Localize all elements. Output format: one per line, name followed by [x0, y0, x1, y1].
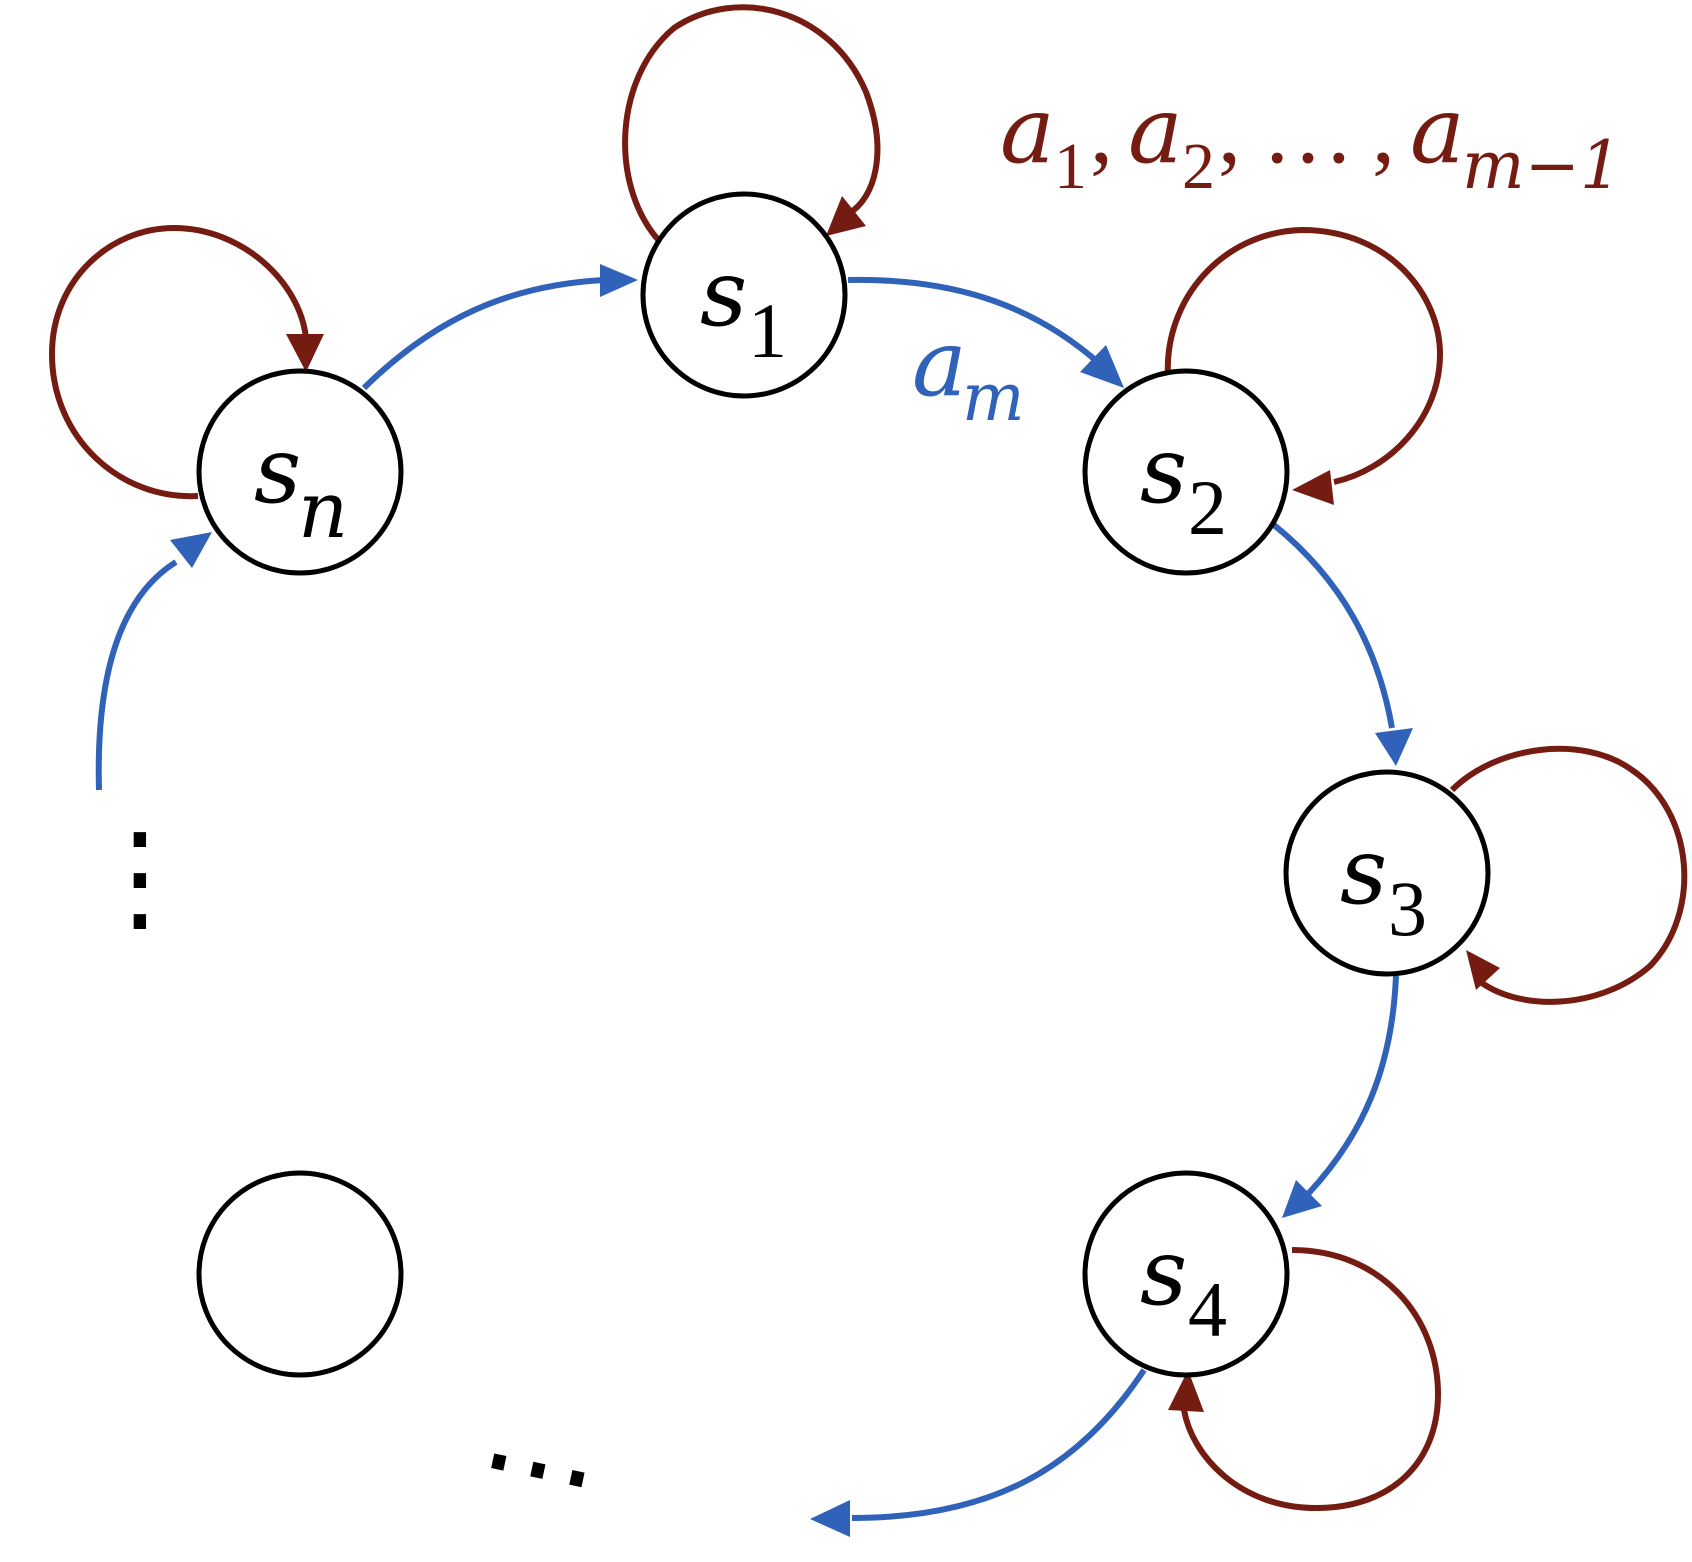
state-s4: s 4 [1082, 1170, 1290, 1378]
state-sn: s n [196, 368, 404, 576]
arrowhead-self-loop-s1 [826, 196, 866, 236]
loop-action-ellipsis-separator: , [1372, 80, 1395, 182]
loop-action-2-separator: , [1218, 80, 1241, 182]
state-label-s1-subscript: 1 [748, 287, 787, 374]
forward-action-symbol: a [912, 310, 967, 417]
state-label-s3-symbol: s [1340, 818, 1387, 925]
self-loop-sn [48, 224, 309, 500]
state-label-sn-subscript: n [298, 466, 348, 556]
state-s2: s 2 [1082, 368, 1290, 576]
state-s3: s 3 [1283, 769, 1491, 977]
loop-action-1-separator: , [1090, 80, 1113, 182]
loop-actions-label: a 1 , a 2 , … , a m−1 [1000, 77, 1622, 204]
loop-action-2-symbol: a [1128, 77, 1183, 184]
state-blank [196, 1170, 404, 1378]
arrowhead-s1-to-s2 [1080, 345, 1124, 388]
edge-s3-to-s4 [1305, 975, 1399, 1197]
arrowhead-prev-to-sn [170, 532, 212, 568]
loop-action-last-subscript: m−1 [1462, 127, 1622, 204]
edge-prev-to-sn [95, 559, 178, 791]
arrowhead-sn-to-s1 [600, 264, 638, 297]
loop-action-last-symbol: a [1410, 77, 1465, 184]
forward-action-subscript: m [962, 359, 1025, 436]
arrowhead-self-loop-s3 [1466, 950, 1500, 990]
state-label-s4-subscript: 4 [1188, 1266, 1227, 1353]
edge-sn-to-s1 [361, 277, 605, 391]
self-loop-s1 [622, 4, 881, 247]
forward-transitions [95, 264, 1413, 1537]
loop-action-2-subscript: 2 [1182, 130, 1215, 203]
arrowhead-s3-to-s4 [1282, 1180, 1322, 1218]
loop-action-1-symbol: a [1000, 77, 1055, 184]
state-label-sn-symbol: s [254, 417, 301, 524]
self-loop-s4 [1181, 1247, 1442, 1512]
forward-action-label: a m [912, 310, 1025, 436]
self-loop-s3 [1449, 745, 1688, 1005]
edge-s2-to-s3 [1272, 522, 1395, 729]
state-s1: s 1 [640, 191, 848, 399]
arrowhead-self-loop-sn [286, 334, 324, 372]
state-label-s2-symbol: s [1140, 417, 1187, 524]
arrowhead-s2-to-s3 [1375, 728, 1413, 766]
edge-s1-to-s2 [847, 276, 1102, 367]
state-label-s4-symbol: s [1140, 1219, 1187, 1326]
vertical-ellipsis: ⋮ [80, 808, 200, 947]
arrowhead-self-loop-s4 [1168, 1370, 1204, 1412]
arrowhead-self-loop-s2 [1292, 470, 1334, 505]
edge-s4-to-next [851, 1368, 1147, 1521]
self-loops [48, 4, 1688, 1512]
horizontal-ellipsis: … [472, 1358, 618, 1519]
self-loop-s2 [1164, 226, 1444, 485]
state-label-s1-symbol: s [700, 240, 747, 347]
state-label-s3-subscript: 3 [1388, 865, 1427, 952]
state-label-s2-subscript: 2 [1188, 464, 1227, 551]
arrowhead-s4-to-next [810, 1500, 850, 1537]
loop-action-1-subscript: 1 [1054, 130, 1087, 203]
loop-action-ellipsis: … [1262, 80, 1354, 182]
